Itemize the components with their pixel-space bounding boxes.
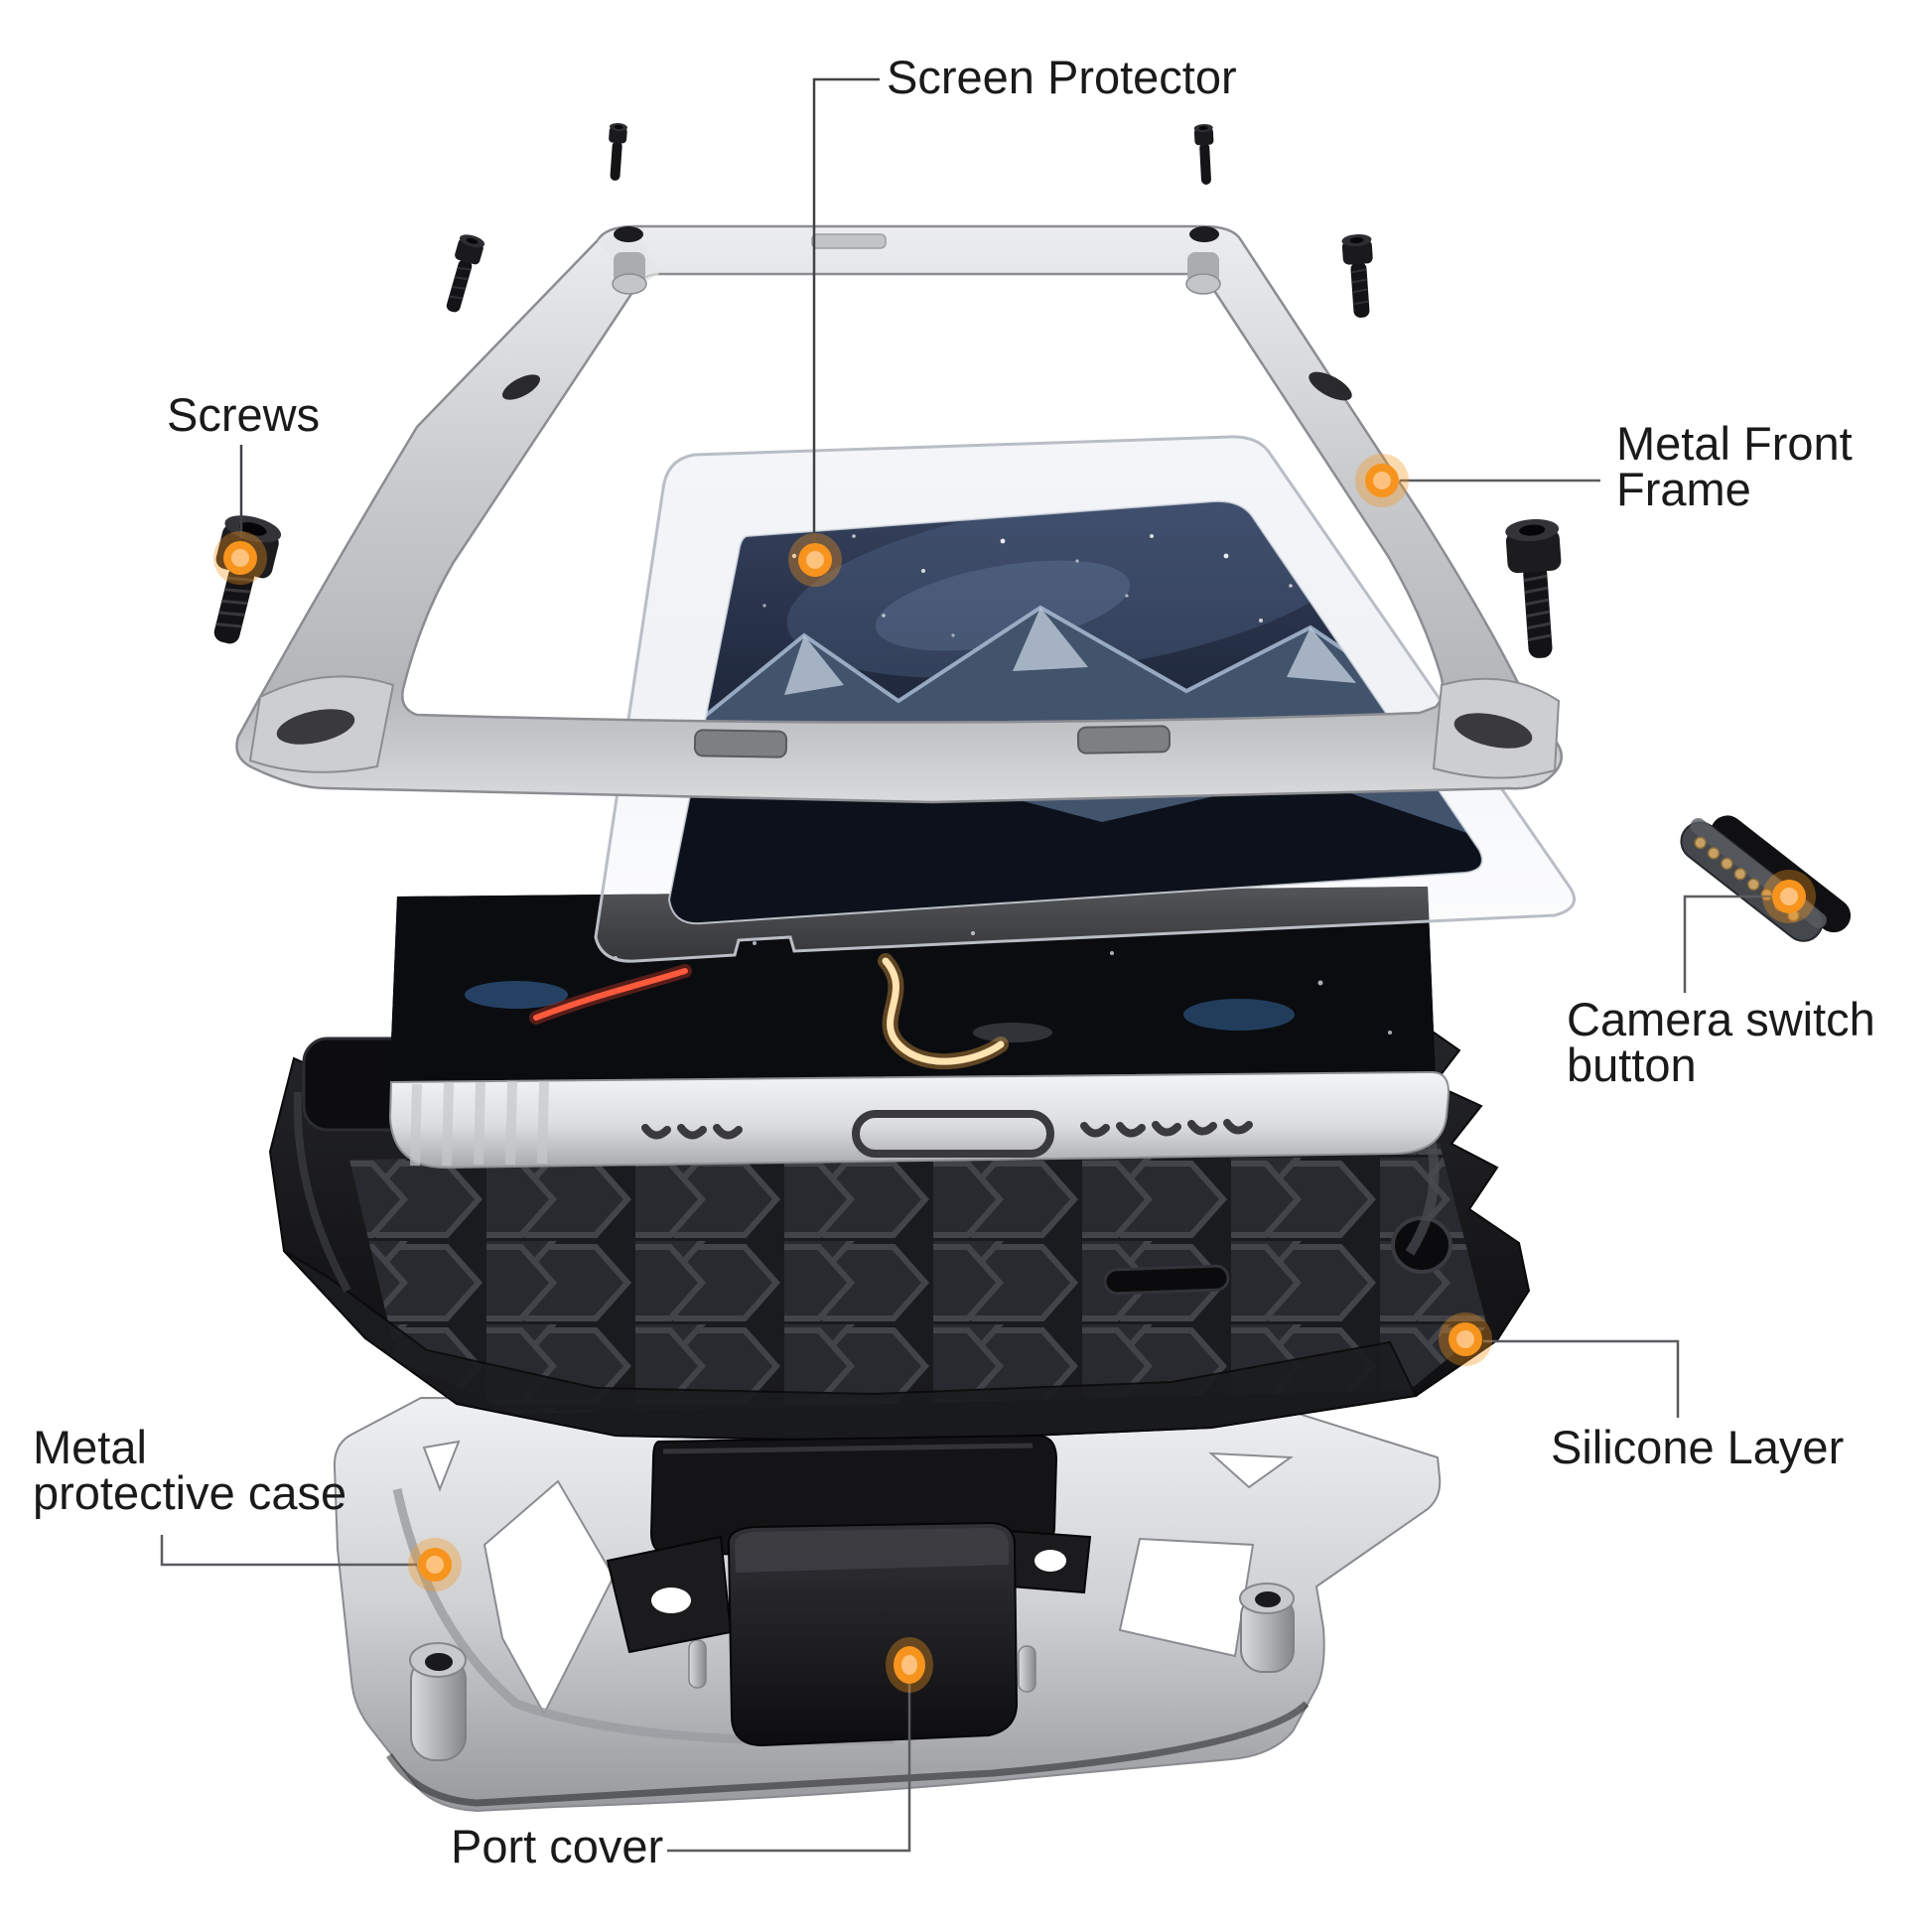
back-case-boss-right: [1239, 1583, 1295, 1673]
label-port-cover: Port cover: [451, 1820, 663, 1872]
camera-switch-contacts: [1694, 836, 1800, 922]
back-case-pins: [688, 1639, 1036, 1693]
phone-antenna-stripes: [410, 1080, 549, 1167]
camera-switch-part: [1680, 815, 1852, 942]
silicone-hex-floor: [349, 1144, 1487, 1414]
frame-bottom-boss-left: [248, 675, 395, 773]
phone-speaker-holes-left: [641, 1124, 743, 1140]
frame-right-slot: [1309, 371, 1352, 401]
port-cover-block-highlight: [662, 1443, 1034, 1454]
callout-dots: [213, 454, 1816, 1693]
clamp-top-face: [735, 1528, 1009, 1573]
screw-top-left: [609, 122, 627, 181]
leader-lines: [160, 77, 1773, 1853]
label-silicone-layer: Silicone Layer: [1551, 1421, 1844, 1473]
label-camera-switch-line1: Camera switch: [1567, 993, 1875, 1045]
screw-mid-left: [446, 234, 485, 313]
frame-top-bosses: [612, 226, 1221, 295]
phone-speaker-holes-right: [1080, 1119, 1253, 1138]
back-case-boss-left: [409, 1642, 467, 1761]
screw-low-right: [1505, 518, 1562, 658]
leader-metal-protective-case: [160, 1535, 417, 1567]
phone-frame-band: [388, 1070, 1450, 1170]
label-metal-protective-case-line2: protective case: [33, 1466, 346, 1519]
silicone-slot: [1103, 1264, 1230, 1296]
clamp-left-hole: [651, 1587, 691, 1613]
screw-mid-right: [1341, 233, 1373, 318]
leader-port-cover: [667, 1684, 911, 1853]
label-screws: Screws: [167, 388, 320, 441]
label-metal-protective-case-line1: Metal: [33, 1421, 147, 1473]
clamp-right-hole: [1035, 1550, 1066, 1572]
callout-dot-silicone-layer: [1439, 1312, 1492, 1366]
callout-dot-metal-protective-case: [408, 1538, 462, 1591]
labels: Screen Protector Screws Metal Front Fram…: [33, 51, 1875, 1872]
callout-dot-screen-protector: [788, 533, 842, 587]
leader-silicone-layer: [1483, 1339, 1680, 1418]
phone-lightning-port: [852, 1110, 1054, 1158]
label-metal-front-frame-line1: Metal Front: [1616, 417, 1853, 470]
label-metal-front-frame-line2: Frame: [1616, 463, 1751, 515]
port-cover-assembly: [606, 1434, 1092, 1747]
callout-dot-screws: [213, 531, 267, 585]
callout-dot-metal-front-frame: [1355, 454, 1409, 507]
screw-top-right: [1193, 123, 1214, 185]
frame-bottom-slot-left: [693, 729, 788, 759]
frame-bottom-boss-right: [1432, 677, 1561, 779]
metal-front-frame-part: [235, 224, 1564, 804]
label-screen-protector: Screen Protector: [887, 51, 1237, 103]
callout-dot-camera-switch: [1762, 870, 1816, 923]
leader-screen-protector: [812, 77, 880, 542]
back-case-cutouts: [422, 1440, 1294, 1717]
protector-window-edge: [667, 499, 1483, 925]
silicone-left-wall-highlight: [293, 1091, 351, 1293]
label-camera-switch-line2: button: [1567, 1038, 1697, 1091]
clamp-body: [727, 1521, 1019, 1747]
callout-dot-port-cover: [886, 1637, 933, 1693]
silicone-front-rim: [283, 1250, 1418, 1444]
frame-ring: [235, 224, 1564, 804]
back-case-bottom-shadow: [386, 1701, 1310, 1807]
leader-camera-switch: [1683, 895, 1773, 993]
frame-top-tab: [811, 233, 887, 249]
frame-bottom-slot-right: [1076, 725, 1172, 755]
port-cover-clamp: [606, 1521, 1092, 1747]
frame-left-slot: [501, 374, 541, 400]
